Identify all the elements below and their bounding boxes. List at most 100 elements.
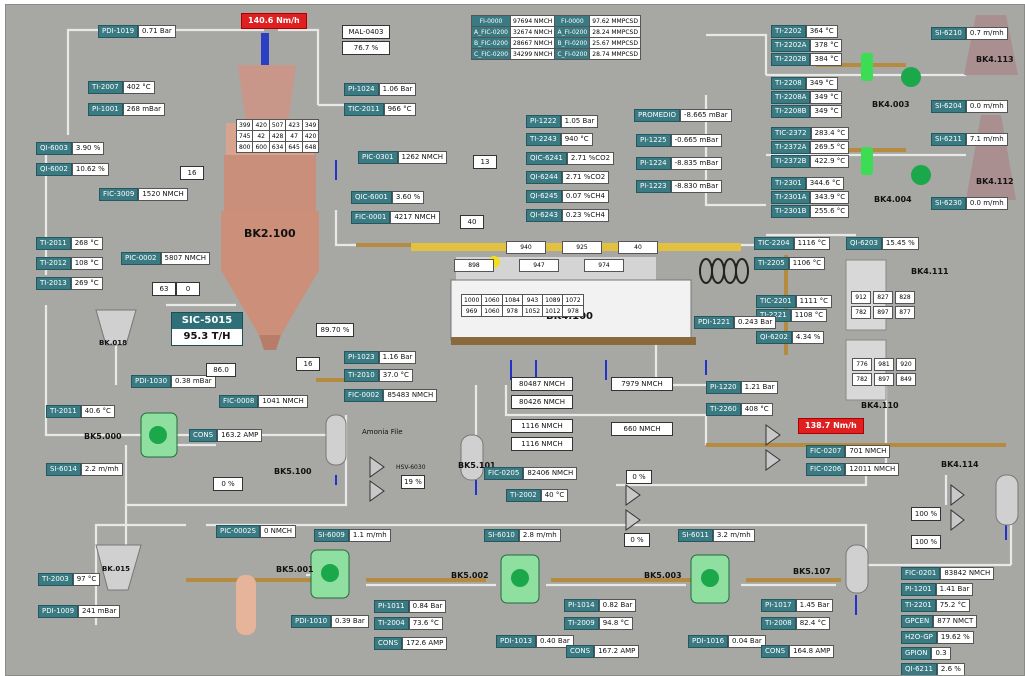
tag-pi1014[interactable]: PI-10140.82 Bar — [564, 599, 636, 612]
value-box-b89[interactable]: 89.70 % — [316, 323, 354, 337]
value-box-b0pct[interactable]: 0 % — [213, 477, 243, 491]
tag-cons4[interactable]: CONS164.8 AMP — [761, 645, 834, 658]
value-box-b19[interactable]: 19 % — [401, 475, 425, 489]
value-box-b40[interactable]: 40 — [460, 215, 484, 229]
value-box-f5[interactable]: 7979 NMCH — [611, 377, 673, 391]
value-box-f6[interactable]: 660 NMCH — [611, 422, 673, 436]
value-box-mal0403_label[interactable]: MAL-0403 — [342, 25, 390, 39]
tag-prom[interactable]: PROMEDIO-8.665 mBar — [634, 109, 732, 122]
tag-ti2008[interactable]: TI-200882.4 °C — [761, 617, 830, 630]
value-box-f4[interactable]: 1116 NMCH — [511, 437, 573, 451]
value-box-b13[interactable]: 13 — [473, 155, 497, 169]
value-box-mal0403_value[interactable]: 76.7 % — [342, 41, 390, 55]
value-box-b86[interactable]: 86.0 — [206, 363, 236, 377]
value-box-b100b[interactable]: 100 % — [911, 535, 941, 549]
value-box-b63[interactable]: 63 — [152, 282, 176, 296]
value-box-b0[interactable]: 0 — [176, 282, 200, 296]
alarm-top[interactable]: 140.6 Nm/h — [241, 13, 307, 29]
value-box-b0pct2[interactable]: 0 % — [626, 470, 652, 484]
value-box-b0pct3[interactable]: 0 % — [624, 533, 650, 547]
value-box-b16[interactable]: 16 — [180, 166, 204, 180]
sic-5015-display[interactable]: SIC-5015 95.3 T/H — [171, 312, 243, 346]
value-box-b16b[interactable]: 16 — [296, 357, 320, 371]
tag-pdi1030[interactable]: PDI-10300.38 mBar — [131, 375, 216, 388]
tag-pi1223[interactable]: PI-1223-8.830 mBar — [636, 180, 722, 193]
value-box-f1[interactable]: 80487 NMCH — [511, 377, 573, 391]
value-box-f2[interactable]: 80426 NMCH — [511, 395, 573, 409]
value-box-f3[interactable]: 1116 NMCH — [511, 419, 573, 433]
tag-si6204[interactable]: SI-62040.0 m/mh — [931, 100, 1008, 113]
tag-pi1201[interactable]: PI-12011.41 Bar — [901, 583, 973, 596]
value-box-b100[interactable]: 100 % — [911, 507, 941, 521]
alarm-right[interactable]: 138.7 Nm/h — [798, 418, 864, 434]
tag-pi1225[interactable]: PI-1225-0.665 mBar — [636, 134, 722, 147]
